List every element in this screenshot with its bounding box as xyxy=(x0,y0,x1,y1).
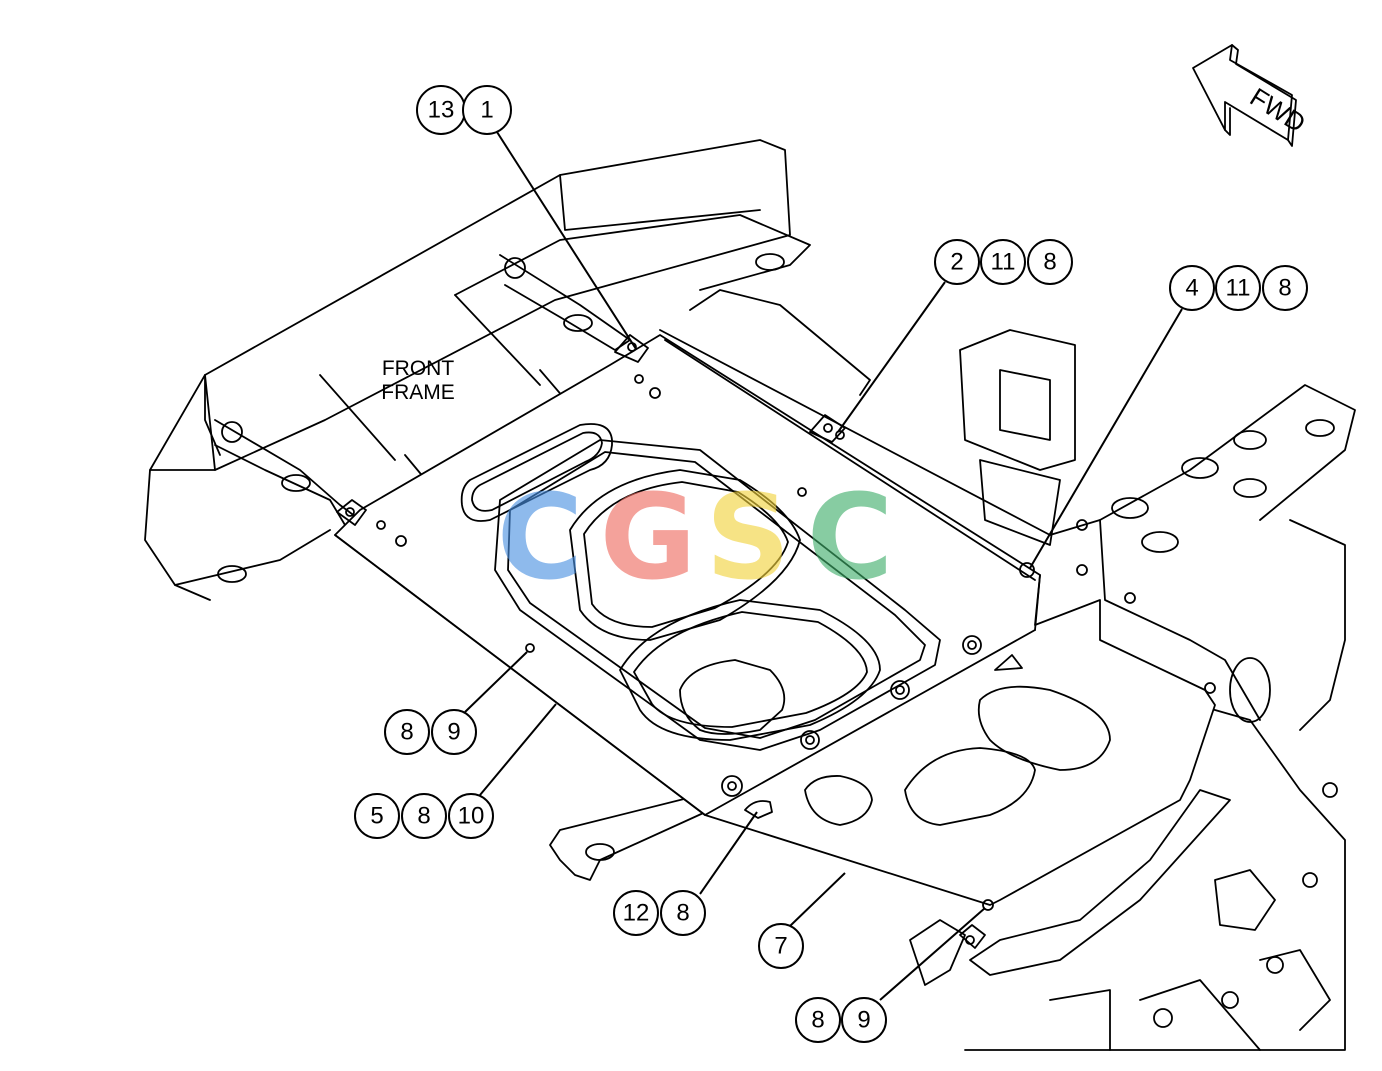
callout-number: 10 xyxy=(458,803,485,830)
front-frame: FRONT FRAME xyxy=(144,139,811,601)
watermark-letter-4: C xyxy=(807,468,894,606)
callout-4-11-8: 4 11 8 xyxy=(1169,265,1308,311)
watermark-letter-2: G xyxy=(600,468,697,606)
callout-13-1: 13 1 xyxy=(416,85,512,135)
callout-8-9-left: 8 9 xyxy=(384,709,477,755)
fwd-arrow: FWD xyxy=(1192,44,1311,147)
callout-number: 4 xyxy=(1185,275,1198,302)
callout-number: 11 xyxy=(1226,275,1251,302)
lower-rail xyxy=(549,794,711,881)
callout-5-8-10: 5 8 10 xyxy=(354,793,494,839)
callout-8-9-bottom: 8 9 xyxy=(795,997,887,1043)
callout-12-8: 12 8 xyxy=(613,890,706,936)
leader-lines xyxy=(464,131,1183,1001)
watermark: C G S C xyxy=(497,468,894,606)
callout-number: 5 xyxy=(370,803,383,830)
watermark-letter-3: S xyxy=(706,468,791,606)
callout-number: 8 xyxy=(676,900,689,927)
callout-number: 12 xyxy=(623,900,650,927)
callout-number: 8 xyxy=(417,803,430,830)
callout-7: 7 xyxy=(758,923,804,969)
callout-number: 13 xyxy=(428,97,455,124)
callout-number: 11 xyxy=(991,249,1016,276)
callout-number: 9 xyxy=(447,719,460,746)
callout-number: 8 xyxy=(1043,249,1056,276)
front-frame-label-line1: FRONT xyxy=(382,357,454,380)
guard-plate xyxy=(334,334,1216,949)
front-frame-label-line2: FRAME xyxy=(381,381,455,404)
callout-number: 9 xyxy=(857,1007,870,1034)
callout-number: 1 xyxy=(480,97,493,124)
callout-number: 7 xyxy=(774,933,787,960)
callout-2-11-8: 2 11 8 xyxy=(934,239,1073,285)
watermark-letter-1: C xyxy=(497,468,584,606)
callout-number: 8 xyxy=(811,1007,824,1034)
rear-frame xyxy=(659,289,1356,1051)
callout-number: 2 xyxy=(950,249,963,276)
callout-number: 8 xyxy=(400,719,413,746)
callout-number: 8 xyxy=(1278,275,1291,302)
